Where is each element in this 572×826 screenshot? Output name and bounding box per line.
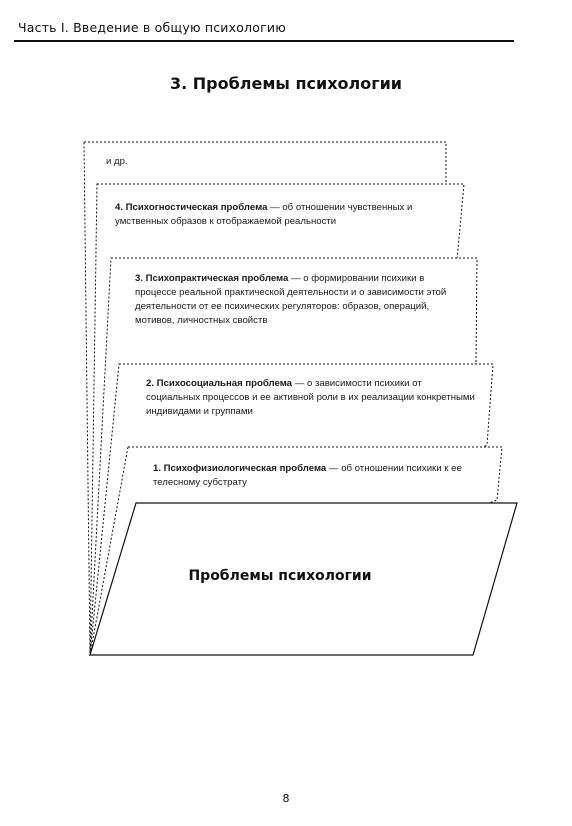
section-title: 3. Проблемы психологии — [169, 74, 403, 93]
card-psychopractical-text: — о формировании психики в процессе реал… — [135, 273, 447, 326]
card-psychognostic-title: 4. Психогностическая проблема — [115, 202, 268, 213]
card-psychosocial-text: — о зависимости психики от социальных пр… — [146, 378, 475, 417]
card-psychopractical-title: 3. Психопрактическая проблема — [135, 273, 289, 284]
card-psychognostic-text: — об отношении чувственных и умственных … — [115, 202, 413, 227]
card-psychophysiological-text: — об отношении психики к ее телесному су… — [153, 463, 462, 488]
running-head: Часть I. Введение в общую психологию — [18, 20, 286, 35]
card-other: и др. — [106, 155, 426, 169]
card-other-text: и др. — [106, 156, 128, 167]
card-psychosocial-title: 2. Психосоциальная проблема — [146, 378, 293, 389]
card-psychopractical: 3. Психопрактическая проблема — о формир… — [135, 272, 459, 328]
page-number: 8 — [282, 792, 290, 805]
card-psychophysiological: 1. Психофизиологическая проблема — об от… — [153, 462, 475, 490]
card-psychophysiological-title: 1. Психофизиологическая проблема — [153, 463, 327, 474]
card-psychosocial: 2. Психосоциальная проблема — о зависимо… — [146, 377, 476, 419]
card-psychognostic: 4. Психогностическая проблема — об отнош… — [115, 201, 448, 229]
front-card-outline — [89, 502, 518, 656]
front-card-label: Проблемы психологии — [188, 568, 372, 584]
header-rule — [14, 40, 514, 42]
